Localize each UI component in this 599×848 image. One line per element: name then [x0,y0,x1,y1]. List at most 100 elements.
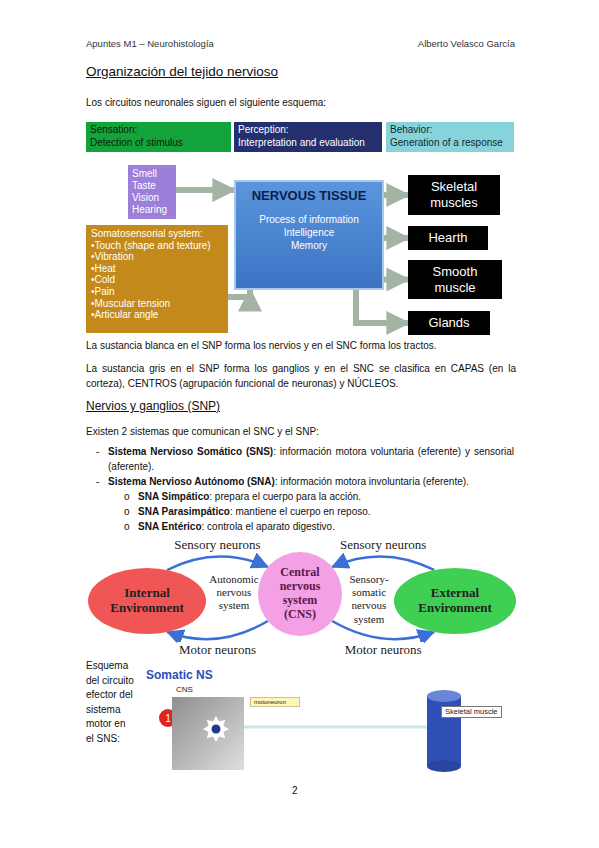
header-author: Alberto Velasco García [330,37,515,51]
node-text: Somatosensorial system: [91,228,223,240]
body-text: : prepara el cuerpo para la acción. [209,491,361,502]
stage-band: Sensation:Detection of stimulus [86,122,231,152]
flow-arrow [384,235,408,241]
node-text: Vision [132,192,172,204]
node-text: CNS [176,685,193,694]
ellipse-fill [258,552,342,636]
node-text: •Muscular tension [91,298,223,310]
bullet-mark: o [124,505,132,520]
page-number: 2 [292,784,312,799]
environment-ellipse: External Environment [394,568,516,634]
body-text: : información motora involuntaria (efere… [275,476,469,487]
effector-box: Glands [408,311,490,335]
effector-box: Smooth muscle [408,260,502,299]
body-text: : mantiene el cuerpo en reposo. [230,506,371,517]
body-text: Los circuitos neuronales siguen el sigui… [86,96,516,111]
edge-label: Motor neurons [343,642,424,658]
nerve-line [244,726,427,729]
node-text: Hearing [132,204,172,216]
flow-arrow [384,192,408,198]
node-text: Smell [132,168,172,180]
ellipse-fill [88,568,206,634]
muscle-bottom [427,760,461,772]
muscle-shape [427,690,461,772]
effector-box: Skeletal muscles [408,175,500,215]
cns-circle: Central nervous system (CNS) [258,552,342,636]
neuron-body [203,716,229,742]
node-text: NERVOUS TISSUE [242,188,376,205]
page-heading: Organización del tejido nervioso [86,64,278,79]
section-heading: Nervios y ganglios (SNP) [86,398,386,415]
flow-arrow [384,277,408,283]
bullet-mark: o [124,490,132,505]
edge-label: Sensory neurons [172,537,262,553]
node-text: Intelligence [242,226,376,239]
stage-band: Perception:Interpretation and evaluation [234,122,382,152]
node-text: Hearth [428,230,467,246]
bold-term: Sistema Nervioso Autónomo (SNA) [108,476,275,487]
motoneuron-icon [172,697,244,770]
flow-arrow [228,290,250,297]
node-text: Smooth muscle [412,264,498,295]
body-text: Existen 2 sistemas que comunican el SNC … [86,425,516,440]
effector-box: Hearth [408,226,488,250]
bullet-paragraph: Sistema Nervioso Somático (SNS): informa… [108,445,514,474]
body-text: : controla el aparato digestivo. [202,521,335,532]
node-text: Sensation: [90,124,227,137]
node-text: Process of information [242,213,376,226]
body-text: La sustancia gris en el SNP forma los ga… [86,362,516,391]
senses-box: SmellTasteVisionHearing [128,165,176,219]
header-text: Apuntes M1 – Neurohistología [86,37,336,51]
neuron-nucleus [212,725,221,734]
flow-arrow [176,187,234,193]
muscle-top [427,690,461,702]
bullet-paragraph: SNA Simpático: prepara el cuerpo para la… [138,490,514,505]
node-text: motoneuron [254,698,296,706]
node-text: •Heat [91,263,223,275]
neuron-pathway [167,556,268,570]
node-text: •Articular angle [91,309,223,321]
node-text: Behavior: [390,124,510,137]
node-text: External Environment [404,586,506,616]
figure-heading: Somatic NS [146,667,246,684]
node-text: •Vibration [91,251,223,263]
bold-term: Sistema Nervioso Somático (SNS) [108,446,273,457]
system-label: Sensory-somatic nervous system [341,573,397,626]
bullet-paragraph: SNA Parasimpático: mantiene el cuerpo en… [138,505,514,520]
node-text: •Touch (shape and texture) [91,240,223,252]
cns-block: CNS [172,697,244,770]
node-text: Central nervous system (CNS) [266,566,334,621]
bold-term: SNA Simpático [138,491,209,502]
bullet-mark: - [96,475,104,490]
bullet-paragraph: SNA Entérico: controla el aparato digest… [138,520,514,535]
node-text: Detection of stimulus [90,137,227,150]
body-text: La sustancia blanca en el SNP forma los … [86,339,516,354]
bullet-mark: o [124,520,132,535]
bullet-paragraph: Sistema Nervioso Autónomo (SNA): informa… [108,475,514,490]
system-label: Autonomic nervous system [205,573,263,613]
node-text: Internal Environment [98,586,196,616]
node-text: Interpretation and evaluation [238,137,378,150]
neuron-pathway [332,556,434,570]
body-text: Esquema del circuito efector del sistema… [86,659,136,746]
node-text: •Pain [91,286,223,298]
flow-arrow [356,290,408,323]
edge-label: Motor neurons [177,642,258,658]
node-text: Taste [132,180,172,192]
environment-ellipse: Internal Environment [88,568,206,634]
somatosensory-box: Somatosensorial system:•Touch (shape and… [86,225,228,333]
edge-label: Sensory neurons [338,537,428,553]
node-text: Skeletal muscle [441,706,502,718]
stage-band: Behavior:Generation of a response [386,122,514,152]
node-text: Perception: [238,124,378,137]
bold-term: SNA Entérico [138,521,202,532]
node-text: •Cold [91,274,223,286]
node-text: Skeletal muscles [412,179,496,210]
node-text: Memory [242,239,376,252]
bold-term: SNA Parasimpático [138,506,230,517]
muscle-cylinder: Skeletal muscle [427,690,461,772]
ellipse-fill [394,568,516,634]
node-text: Glands [428,315,469,331]
node-text: 1 [165,713,171,724]
